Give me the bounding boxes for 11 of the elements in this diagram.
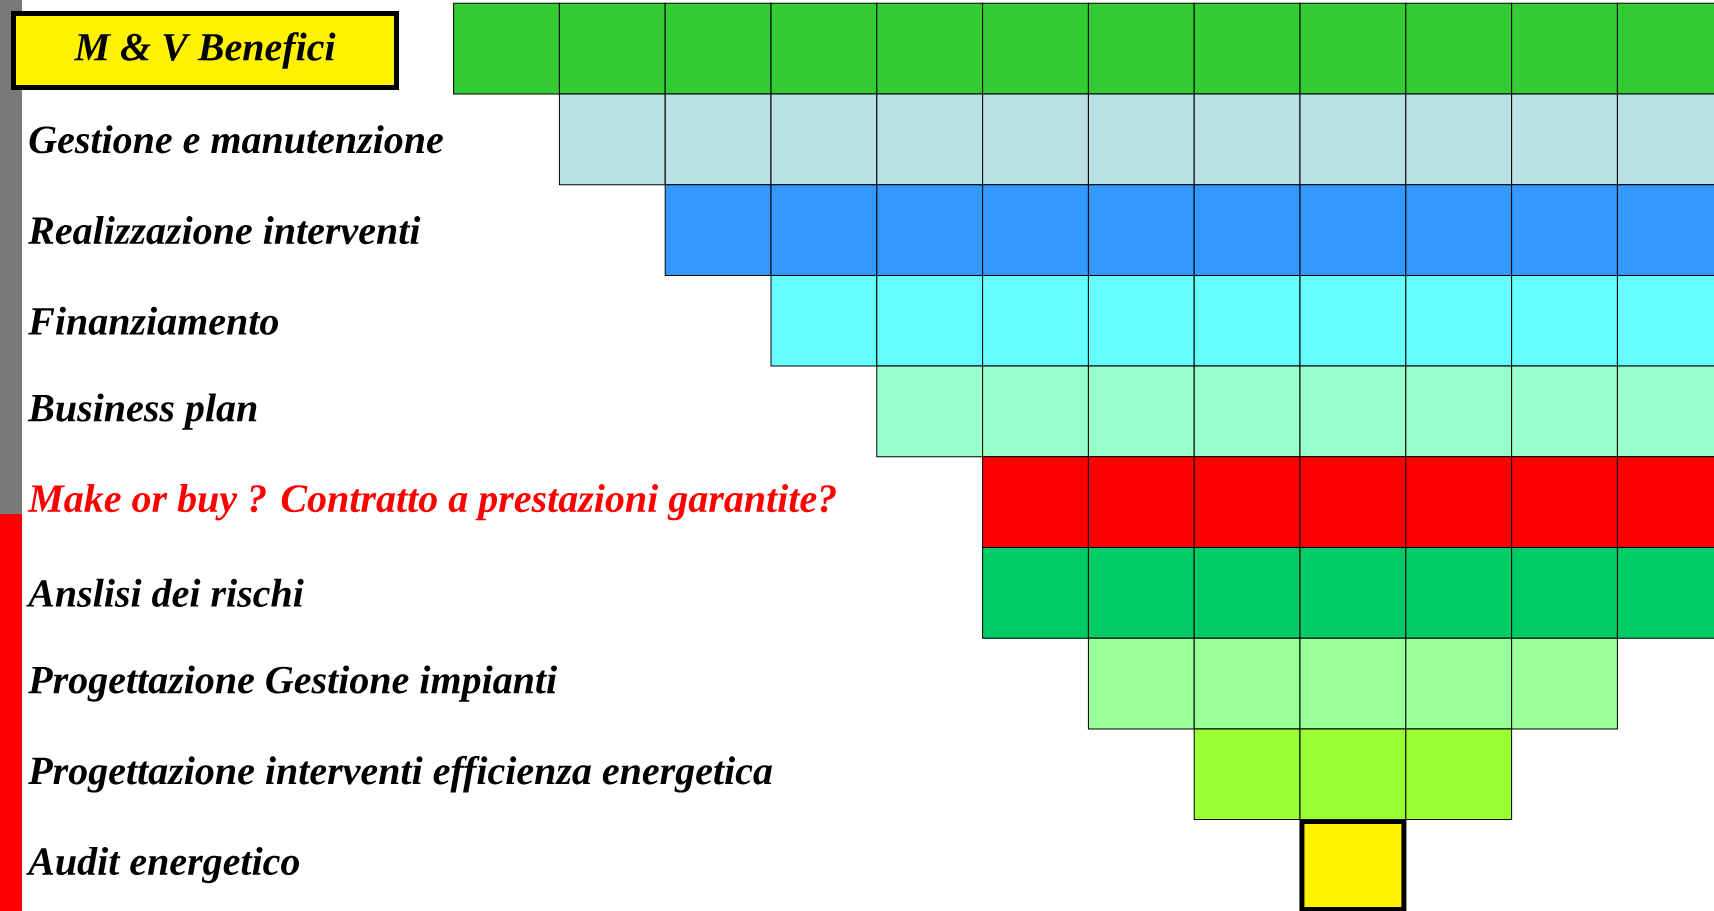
row-label: Gestione e manutenzione [29, 125, 443, 154]
square [1299, 819, 1407, 911]
row-label: Make or buy ? Contratto a prestazioni garantite? [27, 484, 836, 521]
row-label: Audit energetico [26, 846, 300, 884]
row-label: Finanziamento [28, 306, 279, 335]
row-label: Business plan [27, 393, 257, 430]
row-label: Anslisi dei rischi [26, 578, 304, 607]
title-box: M & V Benefici [11, 11, 399, 90]
row-label: Realizzazione interventi [28, 216, 421, 245]
row-label: Progettazione interventi efficienza energetica [28, 755, 772, 793]
row-label: Progettazione Gestione impianti [28, 665, 557, 702]
